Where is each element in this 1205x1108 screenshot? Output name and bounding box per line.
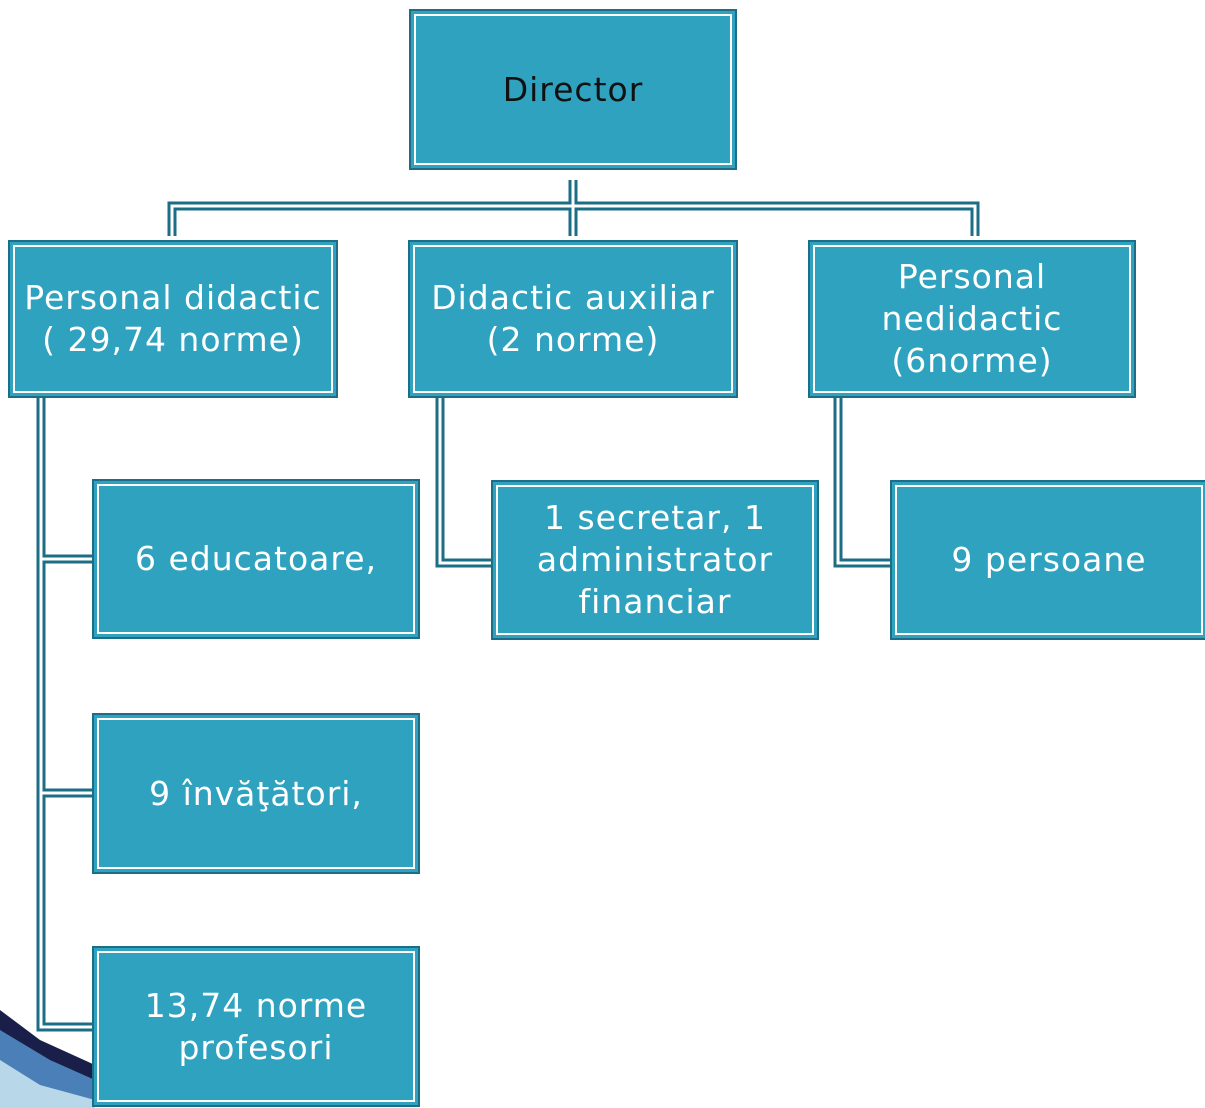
persoane-box: 9 persoane [890, 480, 1205, 640]
director-box: Director [409, 9, 737, 170]
educatoare-box: 6 educatoare, [92, 479, 420, 639]
didactic-auxiliar-box: Didactic auxiliar (2 norme) [408, 240, 738, 398]
secretar-administrator-box: 1 secretar, 1 administrator financiar [491, 480, 819, 640]
personal-nedidactic-box: Personal nedidactic (6norme) [808, 240, 1136, 398]
invatatori-box: 9 învăţători, [92, 713, 420, 874]
personal-didactic-box: Personal didactic ( 29,74 norme) [8, 240, 338, 398]
profesori-box: 13,74 norme profesori [92, 946, 420, 1107]
